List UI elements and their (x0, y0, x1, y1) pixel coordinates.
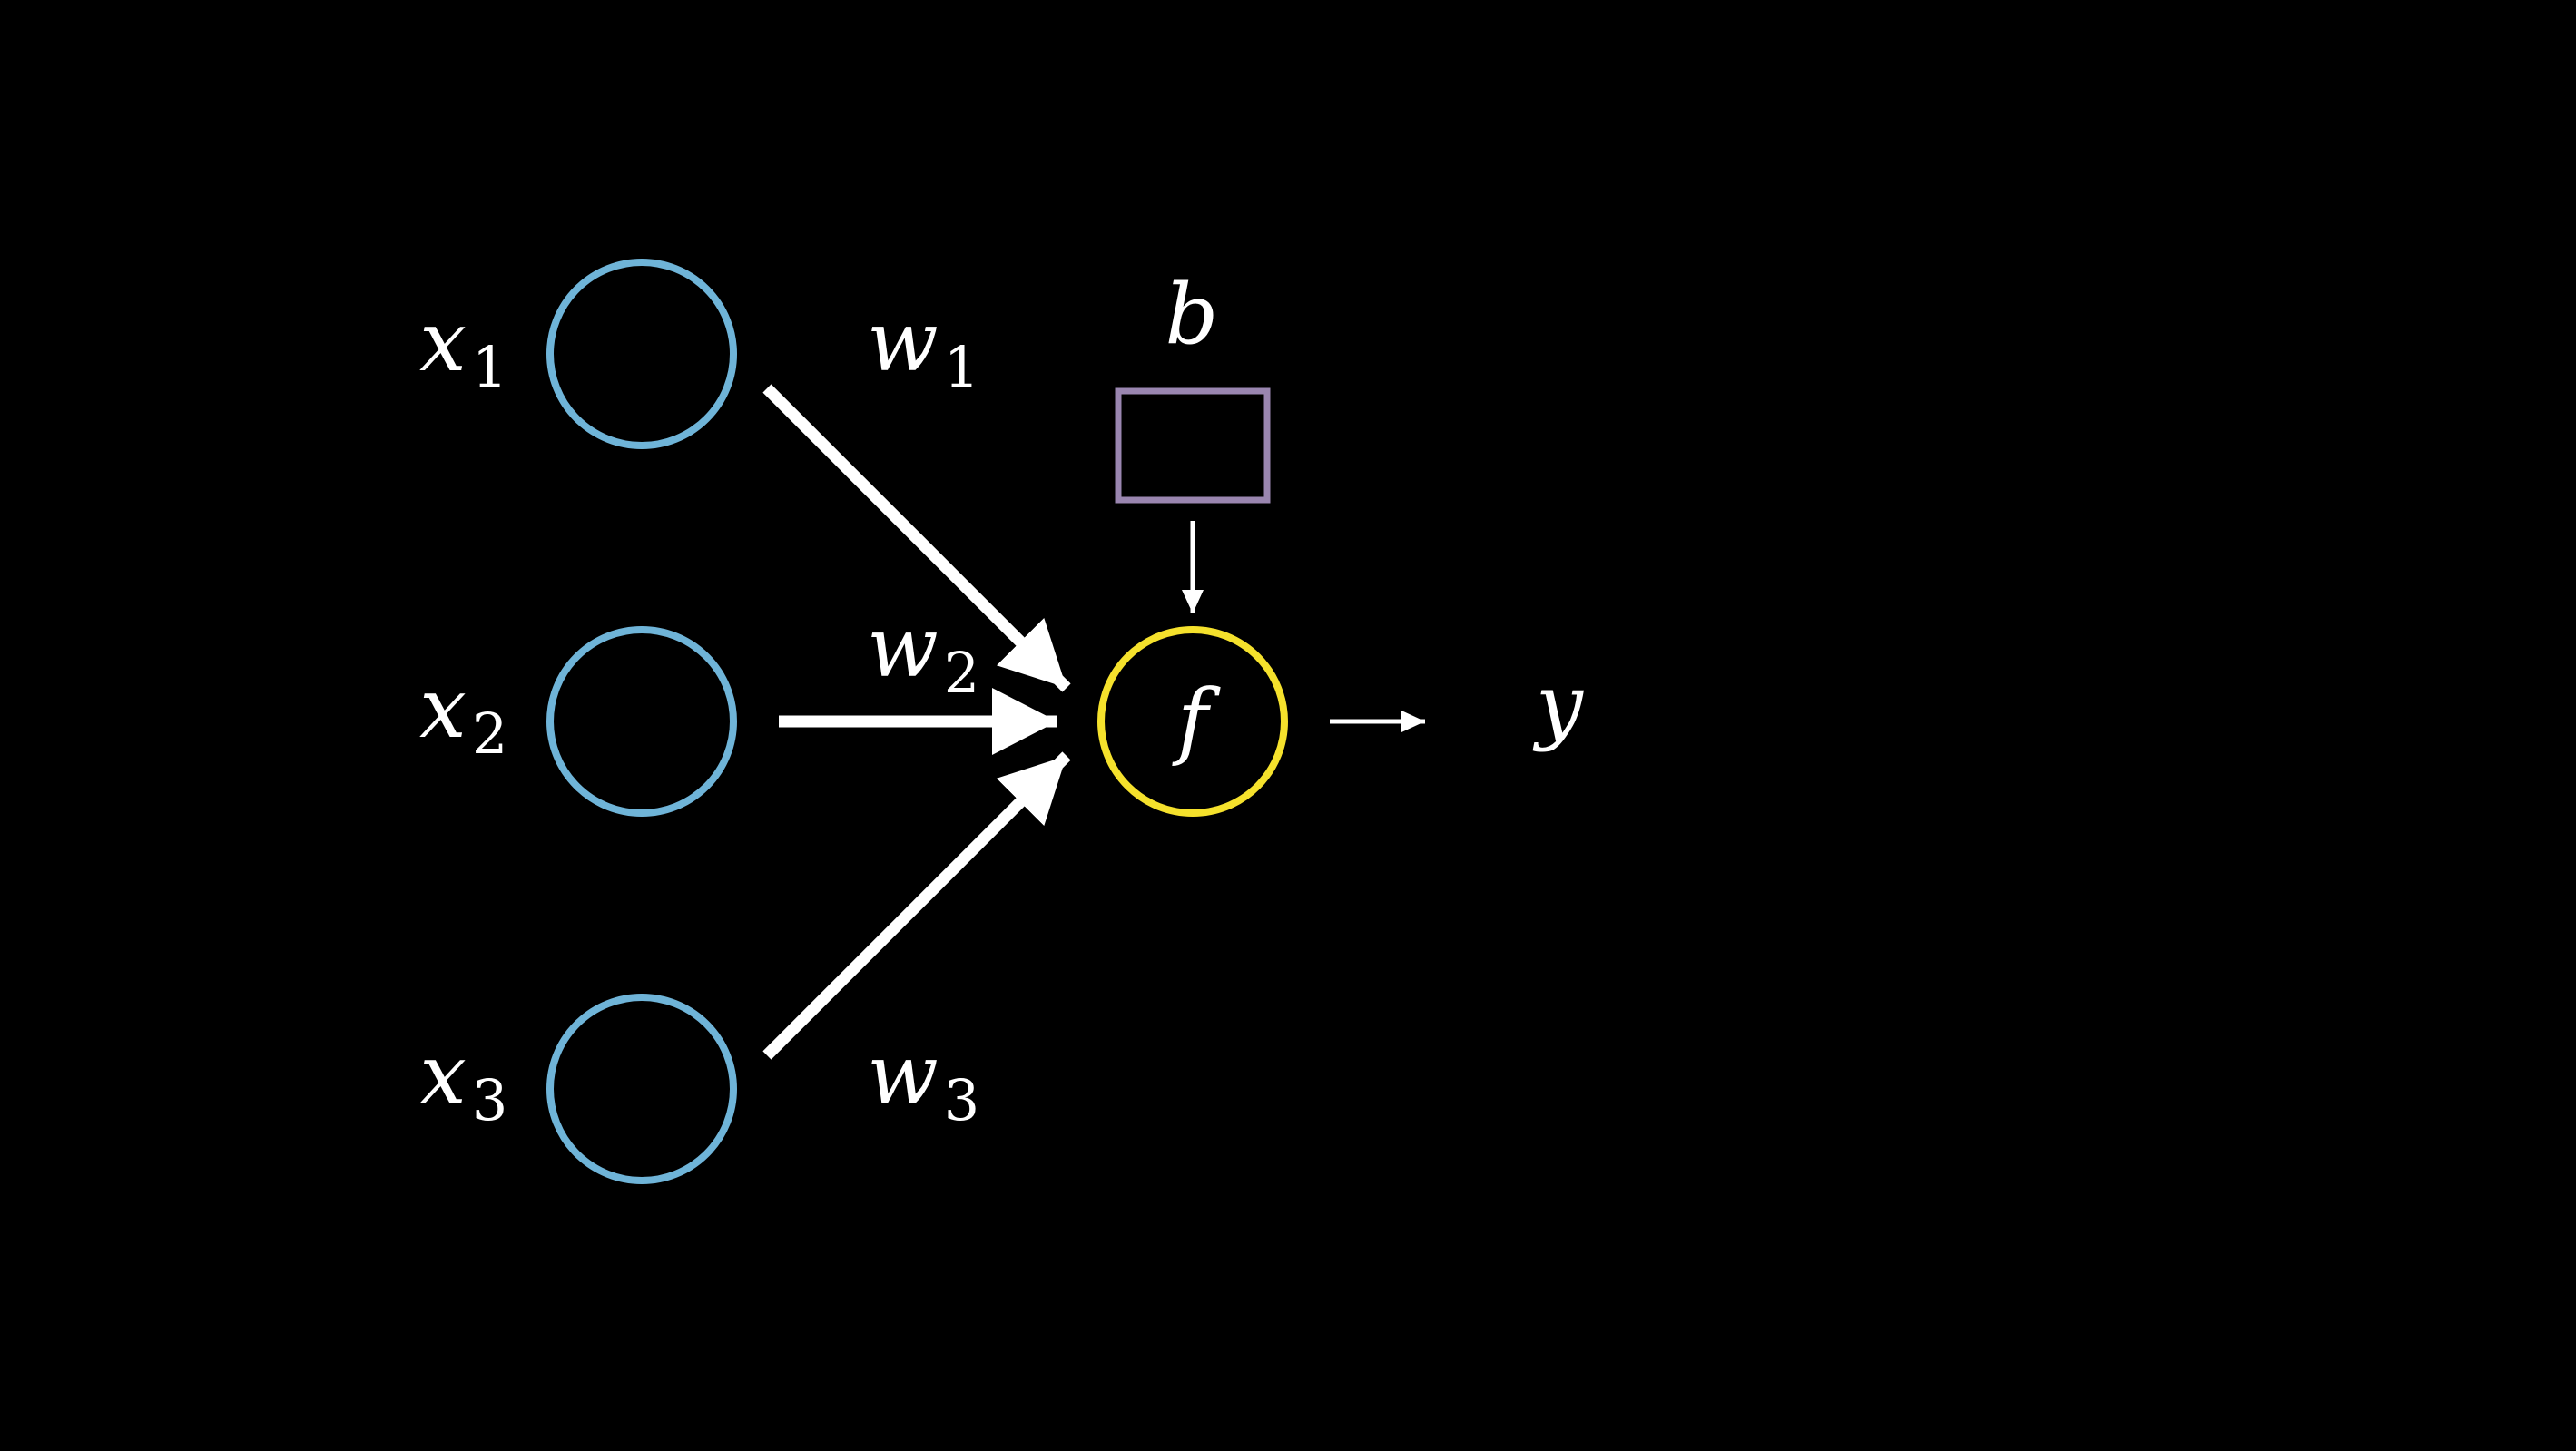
input-node-1 (546, 259, 737, 449)
weight-label-w1: w1 (867, 293, 979, 400)
bias-label: b (1165, 266, 1219, 363)
activation-node (1097, 626, 1288, 817)
bias-box (1115, 387, 1271, 504)
connection-arrow-3 (762, 751, 1071, 1060)
weight-label-w3: w3 (867, 1026, 979, 1133)
weight-label-w2: w2 (867, 599, 979, 706)
output-label: y (1532, 656, 1584, 753)
input-node-3 (546, 994, 737, 1184)
input-label-x2: x2 (419, 660, 507, 767)
input-label-x1: x1 (419, 293, 507, 400)
input-label-x3: x3 (419, 1026, 507, 1133)
connection-arrow-1 (762, 384, 1071, 692)
activation-label: f (1172, 672, 1221, 769)
input-node-2 (546, 626, 737, 817)
